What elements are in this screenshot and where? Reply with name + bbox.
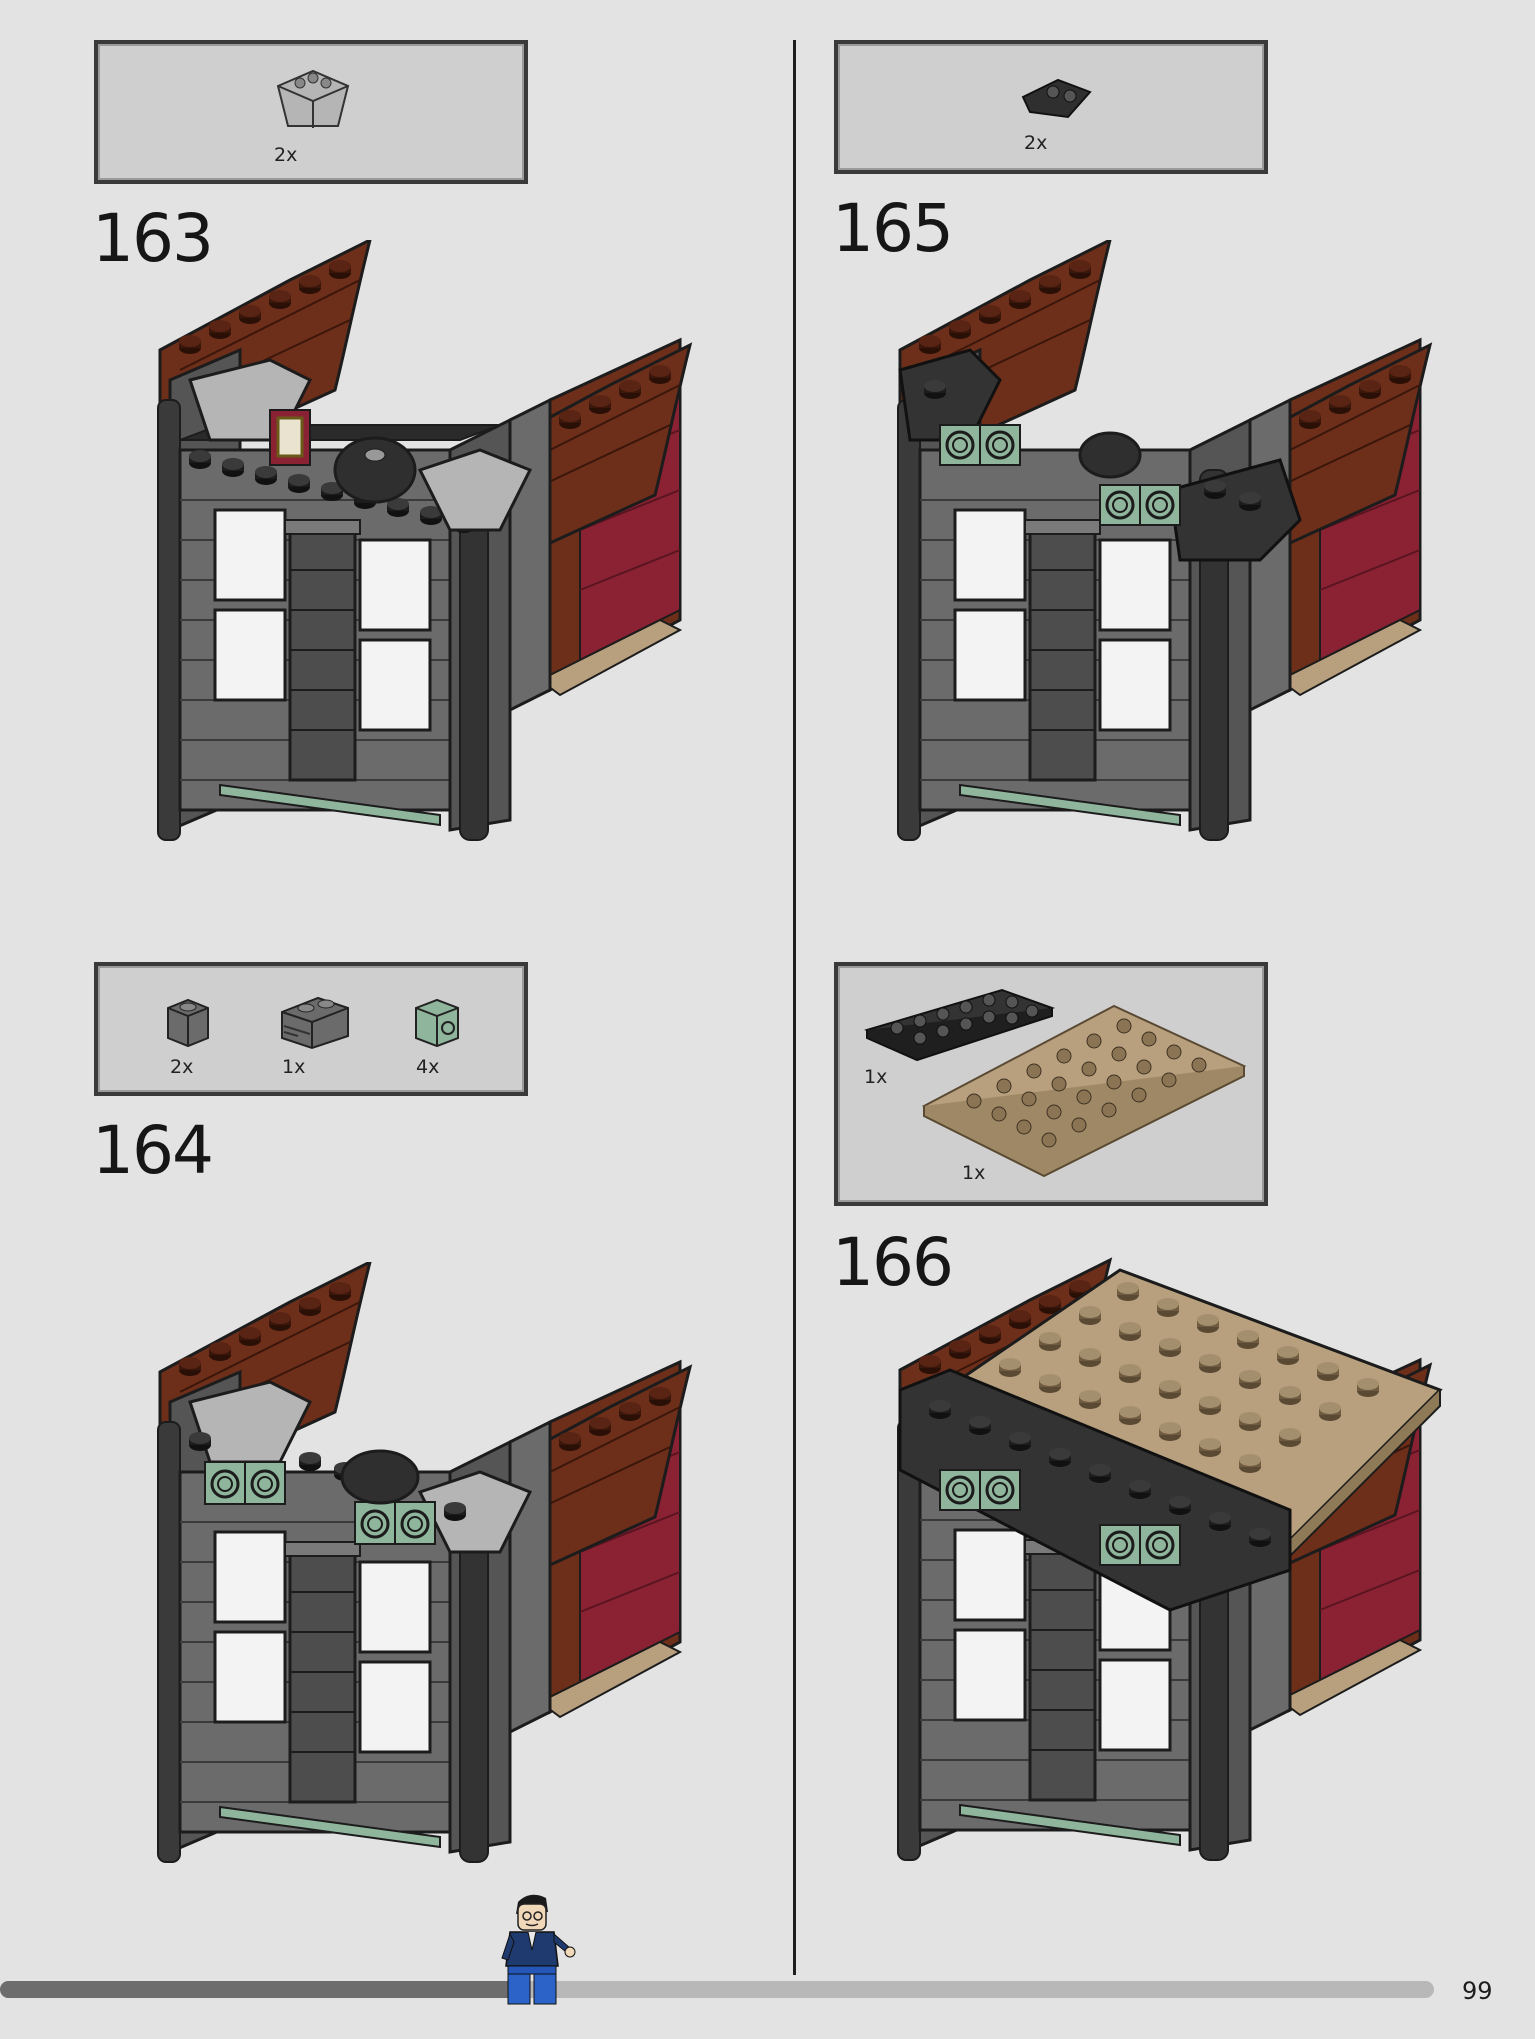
dark-tan-plate-6x10-icon — [921, 1004, 1247, 1178]
step-number-164: 164 — [92, 1112, 214, 1189]
part-quantity: 1x — [864, 1066, 888, 1088]
model-step-165 — [860, 240, 1460, 850]
part-quantity: 2x — [170, 1056, 194, 1078]
dark-gray-brick-1x2-masonry-icon — [281, 996, 349, 1050]
part-quantity: 4x — [416, 1056, 440, 1078]
dark-gray-brick-1x1-icon — [167, 998, 209, 1048]
parts-callout-step-164: 2x 1x 4x — [94, 962, 528, 1096]
parts-callout-step-165: 2x — [834, 40, 1268, 174]
light-gray-inverted-slope-icon — [276, 69, 350, 128]
part-quantity: 2x — [274, 144, 298, 166]
step-number-166: 166 — [832, 1224, 954, 1301]
model-step-164 — [120, 1262, 720, 1872]
black-wedge-plate-icon — [1021, 78, 1092, 119]
progress-bar — [0, 1981, 1434, 1998]
black-plate-2x6-icon — [864, 988, 1056, 1062]
step-number-163: 163 — [92, 200, 214, 277]
column-divider — [793, 40, 796, 1975]
part-quantity: 1x — [962, 1162, 986, 1184]
page-number: 99 — [1462, 1977, 1493, 2005]
part-quantity: 2x — [1024, 132, 1048, 154]
progress-bar-fill — [0, 1981, 517, 1998]
minifigure-icon — [501, 1894, 576, 2005]
part-quantity: 1x — [282, 1056, 306, 1078]
step-number-165: 165 — [832, 190, 954, 267]
model-step-166 — [860, 1250, 1443, 1870]
parts-callout-step-166: 1x 1x — [834, 962, 1268, 1206]
model-step-163 — [120, 240, 720, 850]
sand-green-brick-1x1-stud-icon — [415, 998, 459, 1048]
parts-callout-step-163: 2x — [94, 40, 528, 184]
